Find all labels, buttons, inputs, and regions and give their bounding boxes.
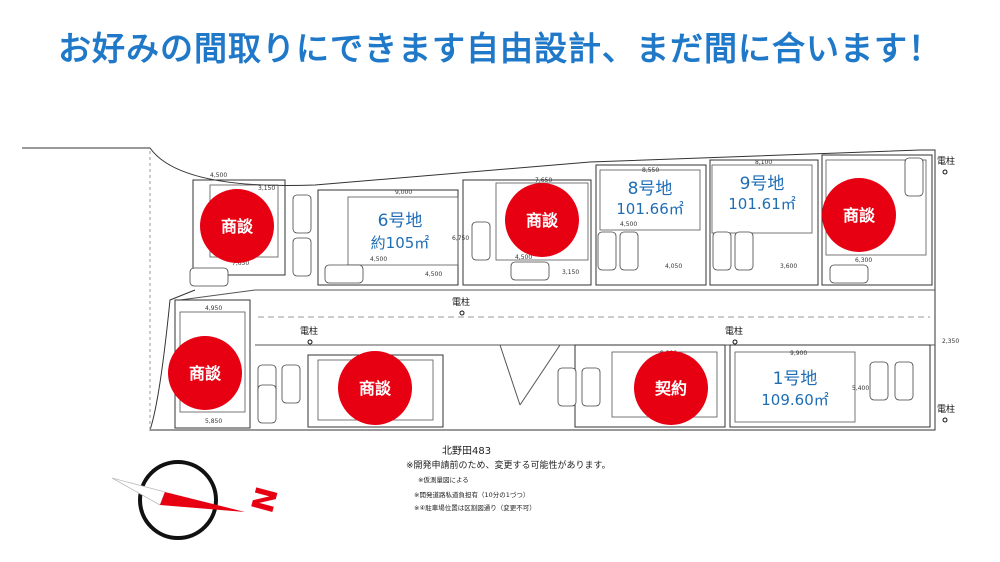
- compass-needle-north-icon: [160, 492, 245, 512]
- dim-label: 3,150: [562, 269, 579, 276]
- dim-label: 7,650: [535, 177, 552, 184]
- svg-text:商談: 商談: [359, 379, 392, 398]
- note-main: ※開発申請前のため、変更する可能性があります。: [406, 461, 611, 471]
- status-badges: 商談 商談 商談 商談 商談 契約: [168, 178, 896, 425]
- site-outline: [22, 147, 936, 431]
- utility-pole-label: 電柱: [937, 155, 955, 167]
- utility-pole-label: 電柱: [725, 325, 743, 337]
- utility-pole-label: 電柱: [937, 403, 955, 415]
- dim-label: 5,850: [205, 418, 222, 425]
- svg-text:商談: 商談: [189, 364, 222, 383]
- note-sub2: ※開発道路私道負担有（10分の1づつ）: [414, 491, 530, 499]
- house-outlines: [209, 159, 927, 266]
- utility-pole-label: 電柱: [300, 325, 318, 337]
- status-badge-negotiating: 商談: [505, 183, 579, 257]
- note-sub1: ※仮測量図による: [418, 476, 469, 484]
- dim-label: 9,900: [790, 350, 807, 357]
- dim-label: 3,150: [258, 185, 275, 192]
- location-label: 北野田483: [442, 446, 492, 457]
- svg-text:商談: 商談: [526, 211, 559, 230]
- bottom-house-outlines: [179, 311, 856, 423]
- status-badge-contracted: 契約: [634, 351, 708, 425]
- lot-1-area: 109.60㎡: [761, 391, 829, 409]
- status-badge-negotiating: 商談: [168, 336, 242, 410]
- utility-pole-label: 電柱: [452, 296, 470, 308]
- svg-text:契約: 契約: [654, 379, 687, 398]
- dim-label: 9,000: [395, 189, 412, 196]
- lot-labels: 6号地 約105㎡ 8号地 101.66㎡ 9号地 101.61㎡ 1号地 10…: [371, 174, 829, 409]
- lot-8-area: 101.66㎡: [616, 200, 684, 218]
- dim-label: 4,500: [620, 221, 637, 228]
- dim-label: 8,550: [642, 167, 659, 174]
- svg-text:商談: 商談: [843, 206, 876, 225]
- status-badge-negotiating: 商談: [338, 351, 412, 425]
- lot-6-title: 6号地: [378, 211, 423, 231]
- dim-label: 4,500: [370, 256, 387, 263]
- dim-label: 6,750: [452, 235, 469, 242]
- dim-label: 2,350: [942, 338, 959, 345]
- dim-label: 4,500: [210, 172, 227, 179]
- dim-label: 8,100: [755, 159, 772, 166]
- dim-label: 5,400: [852, 385, 869, 392]
- utility-poles: 電柱 電柱 電柱 電柱 電柱: [300, 155, 955, 423]
- status-badge-negotiating: 商談: [200, 189, 274, 263]
- parking-cars: [189, 157, 924, 424]
- svg-text:商談: 商談: [221, 217, 254, 236]
- dim-label: 3,600: [780, 263, 797, 270]
- lot-8-title: 8号地: [628, 179, 673, 199]
- note-sub3: ※④駐車場位置は区割図通り（変更不可）: [414, 504, 536, 512]
- compass-north-letter: N: [246, 483, 286, 516]
- page-headline: お好みの間取りにできます自由設計、まだ間に合います！: [58, 29, 942, 68]
- dim-label: 7,650: [232, 260, 249, 267]
- lot-9-area: 101.61㎡: [728, 195, 796, 213]
- lot-9-title: 9号地: [740, 174, 785, 194]
- compass: N: [111, 460, 286, 540]
- status-badge-negotiating: 商談: [822, 178, 896, 252]
- dim-label: 6,300: [855, 257, 872, 264]
- dim-label: 4,050: [665, 263, 682, 270]
- lot-6-area: 約105㎡: [371, 234, 430, 252]
- lot-1-title: 1号地: [773, 369, 818, 389]
- dim-label: 4,500: [515, 254, 532, 261]
- dim-label: 4,500: [425, 271, 442, 278]
- dim-label: 4,950: [205, 305, 222, 312]
